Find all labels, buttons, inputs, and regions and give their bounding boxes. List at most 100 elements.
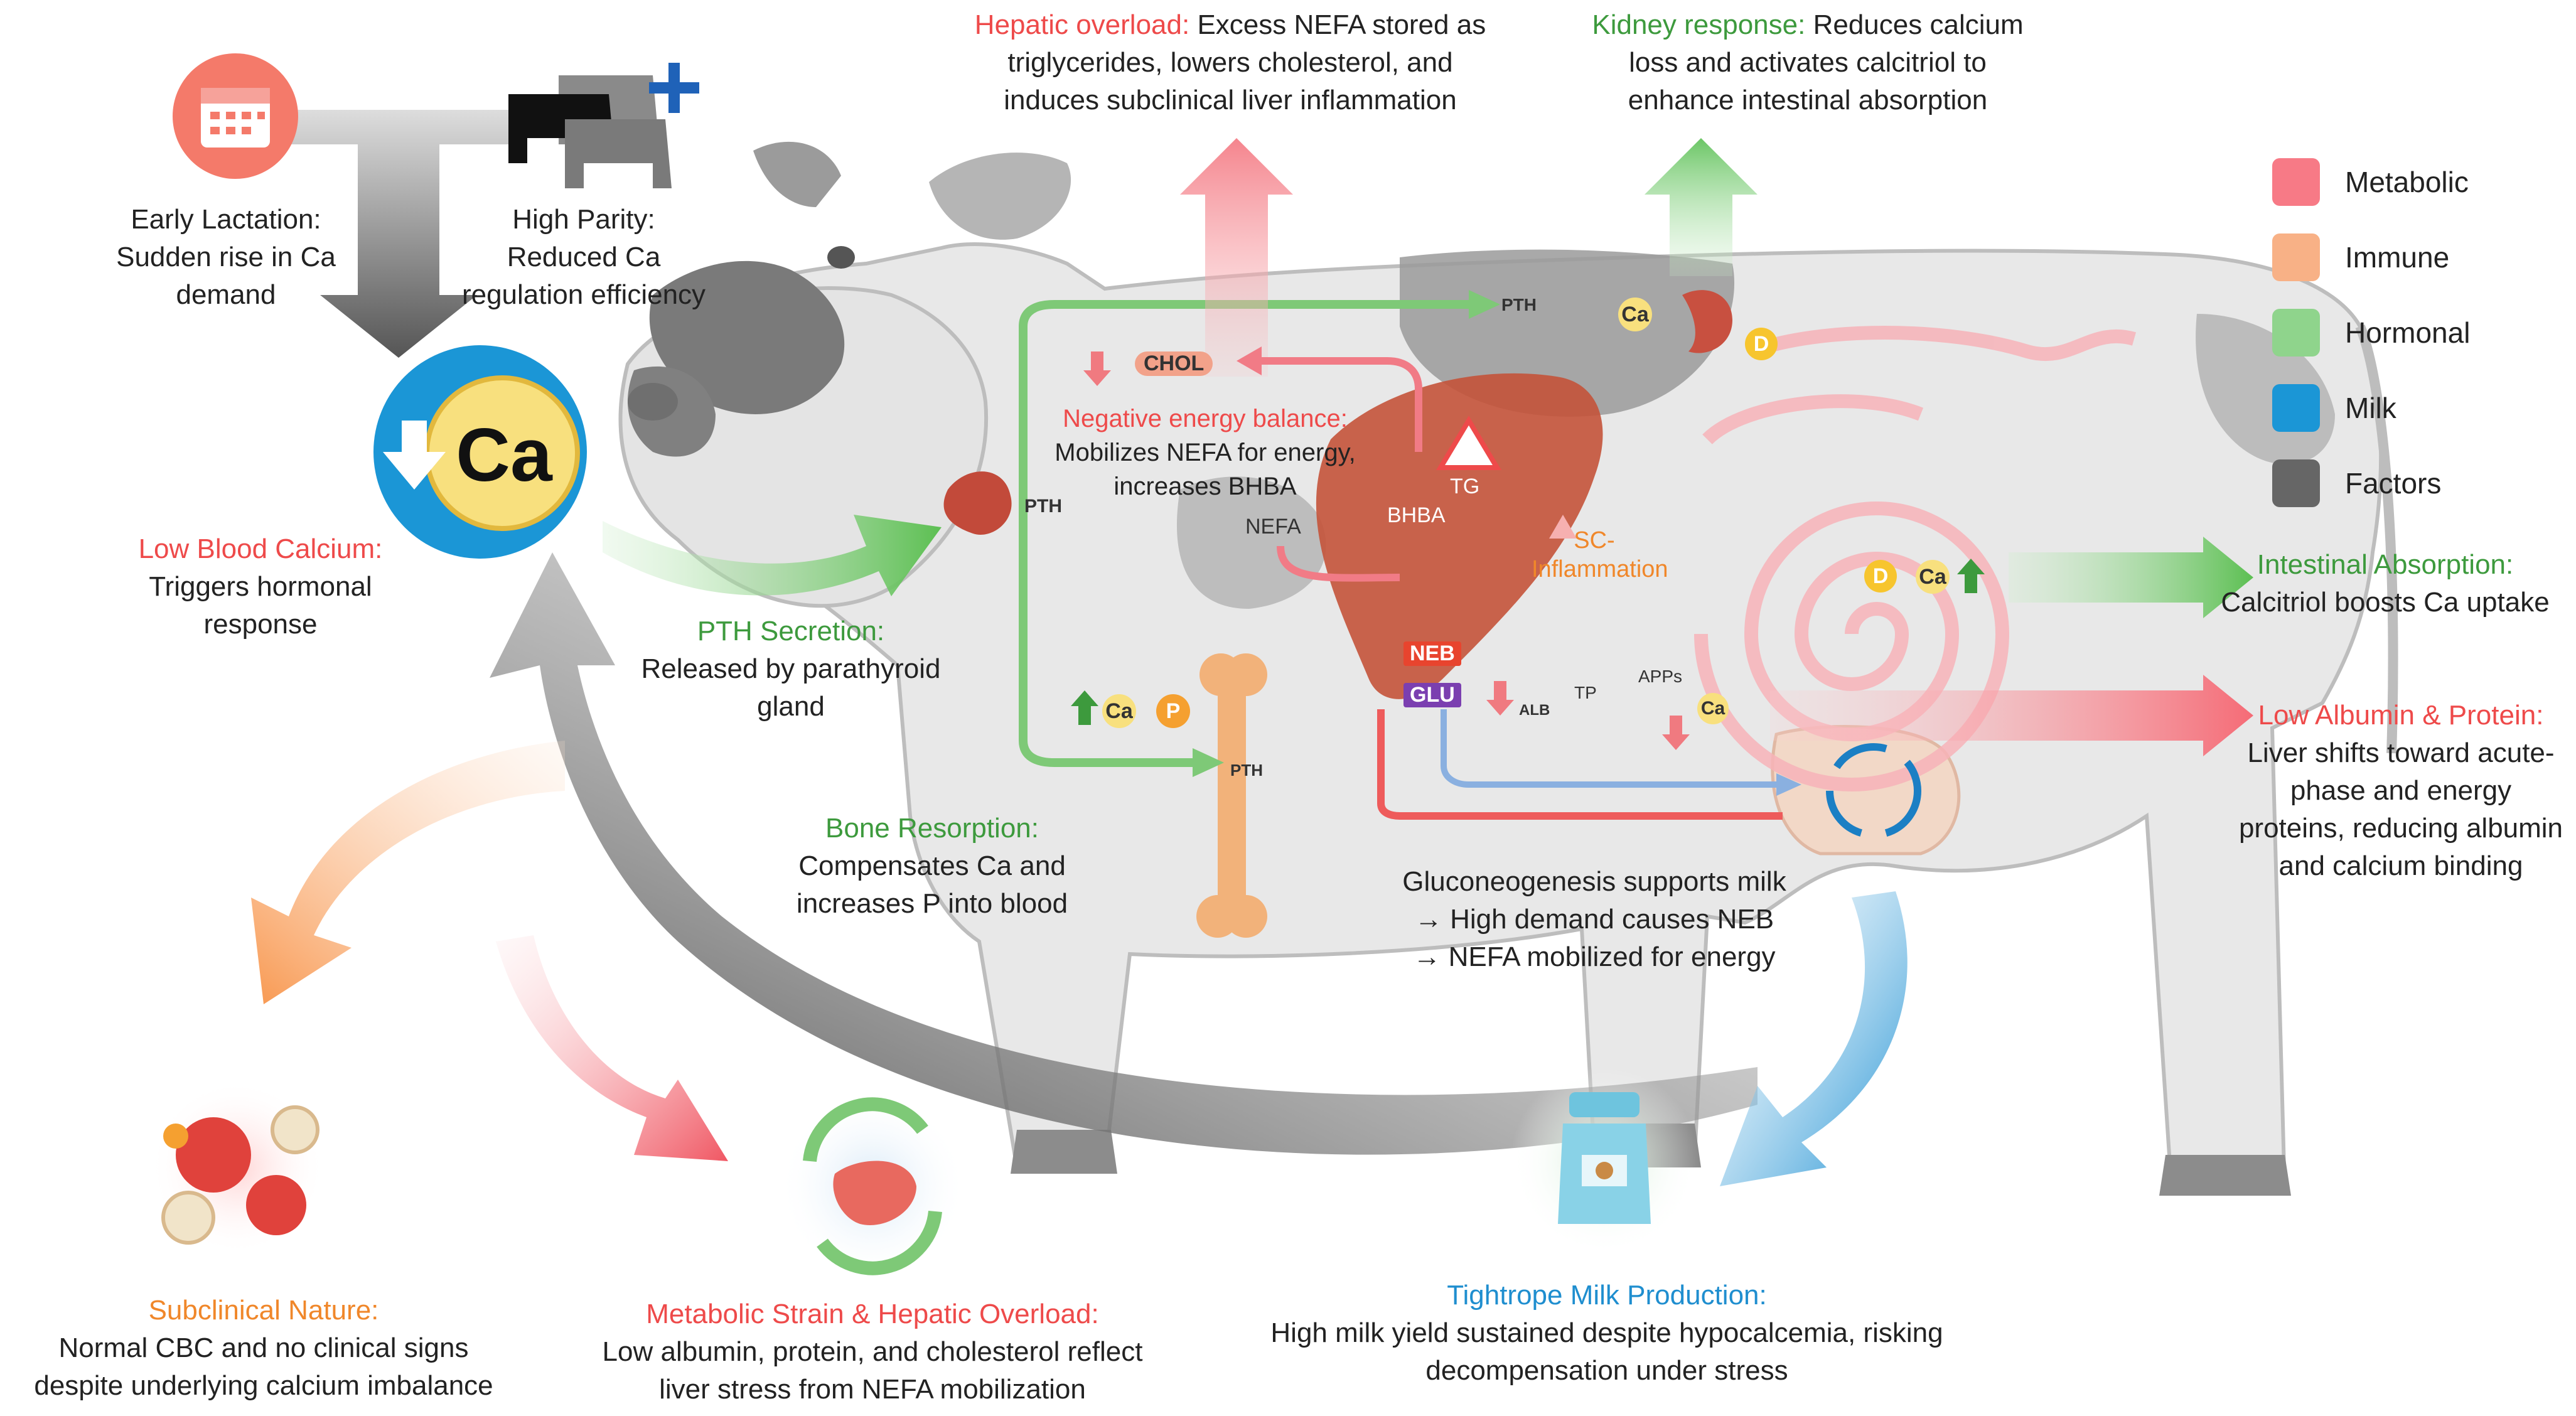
tightrope-body: High milk yield sustained despite hypoca… [1270, 1317, 1943, 1386]
legend-item-metabolic: Metabolic [2272, 157, 2469, 207]
bone-resorption-title: Bone Resorption: [825, 813, 1039, 844]
kidney-response-label: Kidney response: Reduces calcium loss an… [1582, 6, 2034, 119]
pth-secretion-body: Released by parathyroid gland [641, 653, 941, 722]
chol-down-arrow [1083, 351, 1111, 386]
pth-secretion-label: PTH Secretion: Released by parathyroid g… [634, 613, 948, 726]
low-albumin-title: Low Albumin & Protein: [2258, 700, 2544, 731]
legend-label: Hormonal [2345, 316, 2471, 349]
ca-gut-tag: Ca [1916, 560, 1950, 594]
low-blood-calcium-body: Triggers hormonal response [149, 571, 372, 640]
liver-cycle-icon [803, 1097, 942, 1275]
pth-bone-arrowhead [1193, 748, 1224, 777]
low-blood-calcium-label: Low Blood Calcium: Triggers hormonal res… [113, 530, 408, 643]
return-arrow [490, 552, 1758, 1155]
legend-swatch [2272, 233, 2320, 281]
sc-inflammation-label: SC-Inflammation [1532, 527, 1668, 582]
albumin-arrow [1770, 675, 2253, 756]
pth-kidney-tag: PTH [1501, 295, 1537, 314]
metabolic-strain-label: Metabolic Strain & Hepatic Overload: Low… [590, 1295, 1155, 1408]
legend-swatch [2272, 309, 2320, 357]
kidney-response-body: Reduces calcium loss and activates calci… [1628, 9, 2024, 115]
negative-energy-label: Negative energy balance: Mobilizes NEFA … [1029, 402, 1381, 503]
kidney-graphic [1682, 290, 1732, 353]
hepatic-overload-title: Hepatic overload: [974, 9, 1190, 40]
negative-energy-body: Mobilizes NEFA for energy, increases BHB… [1055, 439, 1356, 500]
pth-bone-tag: PTH [1230, 761, 1263, 780]
gluconeogenesis-line3: → NEFA mobilized for energy [1413, 941, 1776, 972]
low-calcium-icon [373, 345, 587, 559]
ca-kidney-tag: Ca [1618, 298, 1652, 331]
tightrope-title: Tightrope Milk Production: [1447, 1280, 1767, 1311]
pth-kidney-arrowhead [1469, 290, 1500, 319]
low-blood-calcium-title: Low Blood Calcium: [138, 534, 383, 564]
milk-arrow [1720, 891, 1908, 1186]
cow-body [618, 141, 2398, 1196]
hormonal-pathways [1019, 300, 1469, 767]
low-albumin-body: Liver shifts toward acute-phase and ener… [2238, 738, 2563, 881]
milk-cycle-icon [1826, 743, 1921, 839]
intestinal-arrow [2009, 537, 2253, 618]
bone-graphic [1196, 653, 1267, 938]
gluconeogenesis-line2: → High demand causes NEB [1414, 904, 1774, 935]
metabolic-strain-title: Metabolic Strain & Hepatic Overload: [646, 1299, 1099, 1329]
tg-tag: TG [1450, 475, 1480, 498]
inflammation-warning-icon [1549, 515, 1577, 539]
kidney-arrow [1645, 138, 1758, 276]
apps-tag: APPs [1638, 667, 1683, 686]
high-parity-title: High Parity: [512, 204, 655, 235]
gluconeogenesis-line1: Gluconeogenesis supports milk [1402, 866, 1786, 897]
legend-swatch [2272, 384, 2320, 432]
liver-graphic [1316, 373, 1603, 699]
high-parity-label: High Parity: Reduced Ca regulation effic… [452, 201, 716, 314]
legend-label: Milk [2345, 392, 2396, 424]
low-albumin-label: Low Albumin & Protein: Liver shifts towa… [2235, 697, 2567, 885]
calcitriol-kidney-tag: D [1745, 328, 1778, 360]
ca-big-label: Ca [456, 413, 552, 497]
pth-secretion-title: PTH Secretion: [697, 616, 885, 646]
ca-up-arrow [1071, 690, 1098, 725]
alb-tag: ALB [1519, 702, 1550, 719]
legend-item-milk: Milk [2272, 383, 2396, 433]
glu-arrowhead [1776, 773, 1801, 796]
factors-arrow [251, 110, 515, 358]
bone-resorption-label: Bone Resorption: Compensates Ca and incr… [785, 810, 1080, 923]
early-lactation-body: Sudden rise in Ca demand [116, 242, 336, 310]
tightrope-label: Tightrope Milk Production: High milk yie… [1243, 1277, 1971, 1390]
pth-parathyroid-tag: PTH [1024, 496, 1062, 517]
calendar-icon [173, 53, 298, 179]
kidney-response-title: Kidney response: [1592, 9, 1806, 40]
liver-warning-icon [1436, 416, 1502, 470]
intestinal-absorption-body: Calcitriol boosts Ca uptake [2221, 587, 2550, 618]
alb-down-arrow [1486, 681, 1514, 716]
hepatic-overload-body: Excess NEFA stored as triglycerides, low… [1004, 9, 1486, 115]
glu-tag: GLU [1403, 683, 1461, 707]
subclinical-body: Normal CBC and no clinical signs despite… [34, 1333, 493, 1401]
legend-label: Metabolic [2345, 166, 2469, 198]
early-lactation-label: Early Lactation: Sudden rise in Ca deman… [94, 201, 358, 314]
glu-milk-path [1441, 709, 1776, 788]
ca-gut-up-arrow [1957, 559, 1985, 593]
ca-albumin-tag: Ca [1697, 693, 1729, 724]
legend-item-immune: Immune [2272, 232, 2449, 282]
gluconeogenesis-label: Gluconeogenesis supports milk → High dem… [1381, 863, 1808, 976]
negative-energy-title: Negative energy balance: [1063, 405, 1348, 432]
subclinical-label: Subclinical Nature: Normal CBC and no cl… [25, 1292, 502, 1405]
legend-swatch [2272, 158, 2320, 206]
hepatic-overload-label: Hepatic overload: Excess NEFA stored as … [960, 6, 1500, 119]
neb-tag: NEB [1403, 641, 1461, 666]
bone-resorption-body: Compensates Ca and increases P into bloo… [796, 850, 1068, 919]
chol-tag: CHOL [1135, 351, 1213, 376]
intestinal-absorption-label: Intestinal Absorption: Calcitriol boosts… [2209, 546, 2561, 621]
pth-arrow [603, 515, 942, 596]
milk-can-icon [1558, 1092, 1651, 1224]
metabolic-strain-body: Low albumin, protein, and cholesterol re… [602, 1336, 1143, 1405]
cows-icon [508, 63, 699, 188]
intestinal-absorption-title: Intestinal Absorption: [2257, 549, 2514, 580]
metabolic-pathways [1262, 357, 1783, 820]
subclinical-title: Subclinical Nature: [148, 1295, 379, 1326]
legend-label: Factors [2345, 467, 2442, 500]
p-bone-tag: P [1156, 694, 1190, 728]
legend-item-hormonal: Hormonal [2272, 308, 2470, 358]
calcitriol-gut-tag: D [1864, 560, 1897, 593]
